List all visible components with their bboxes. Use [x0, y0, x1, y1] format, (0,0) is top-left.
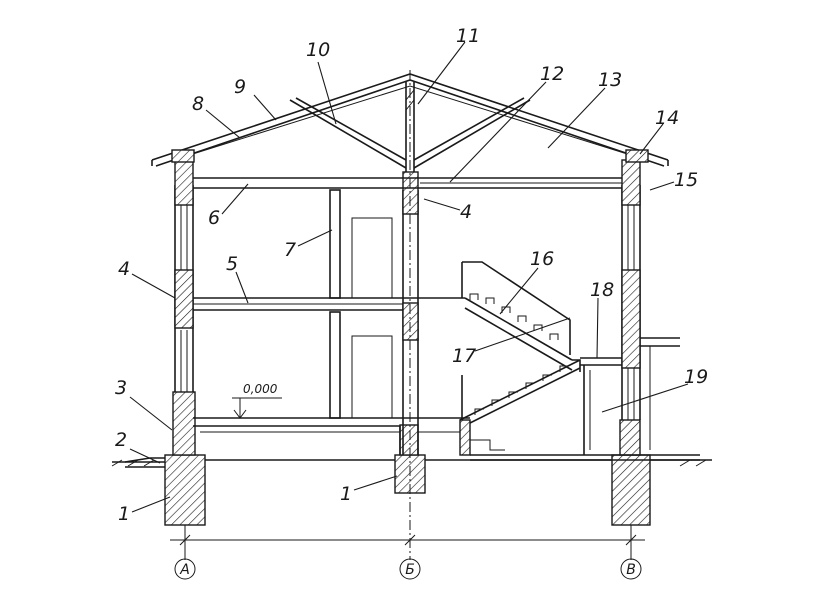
label-18: 18: [590, 279, 614, 301]
porch: [470, 337, 700, 461]
interfloor-slab: [193, 297, 465, 311]
label-17: 17: [452, 345, 476, 367]
label-4-middle: 4: [460, 201, 472, 223]
label-10: 10: [306, 39, 330, 61]
elevation-mark: [232, 397, 282, 419]
label-14: 14: [655, 107, 679, 129]
label-11: 11: [456, 25, 480, 47]
elevation-label: 0,000: [243, 382, 278, 396]
label-16: 16: [530, 248, 554, 270]
partitions: [329, 189, 393, 419]
label-1-left: 1: [118, 503, 130, 525]
label-8: 8: [192, 93, 204, 115]
label-19: 19: [684, 366, 708, 388]
label-7: 7: [284, 239, 296, 261]
axis-label-a: А: [179, 562, 190, 578]
label-4-left: 4: [118, 258, 130, 280]
leader-lines: [129, 41, 689, 513]
axis-label-b: Б: [405, 562, 415, 578]
axis-label-v: В: [626, 562, 636, 578]
right-wall: [621, 159, 641, 420]
label-12: 12: [540, 63, 564, 85]
ground-floor-slab: [193, 417, 470, 455]
label-9: 9: [234, 76, 246, 98]
attic-slab: [193, 177, 622, 189]
label-15: 15: [674, 169, 698, 191]
label-2: 2: [115, 429, 127, 451]
label-1-middle: 1: [340, 483, 352, 505]
plinth-walls: [172, 391, 641, 456]
axis-grid: [170, 70, 645, 580]
label-3: 3: [115, 377, 127, 399]
staircase: [459, 261, 581, 456]
label-5: 5: [226, 253, 238, 275]
label-6: 6: [208, 207, 220, 229]
middle-wall: [402, 171, 419, 455]
foundations: [164, 454, 651, 526]
left-wall: [174, 159, 194, 392]
label-13: 13: [598, 69, 622, 91]
